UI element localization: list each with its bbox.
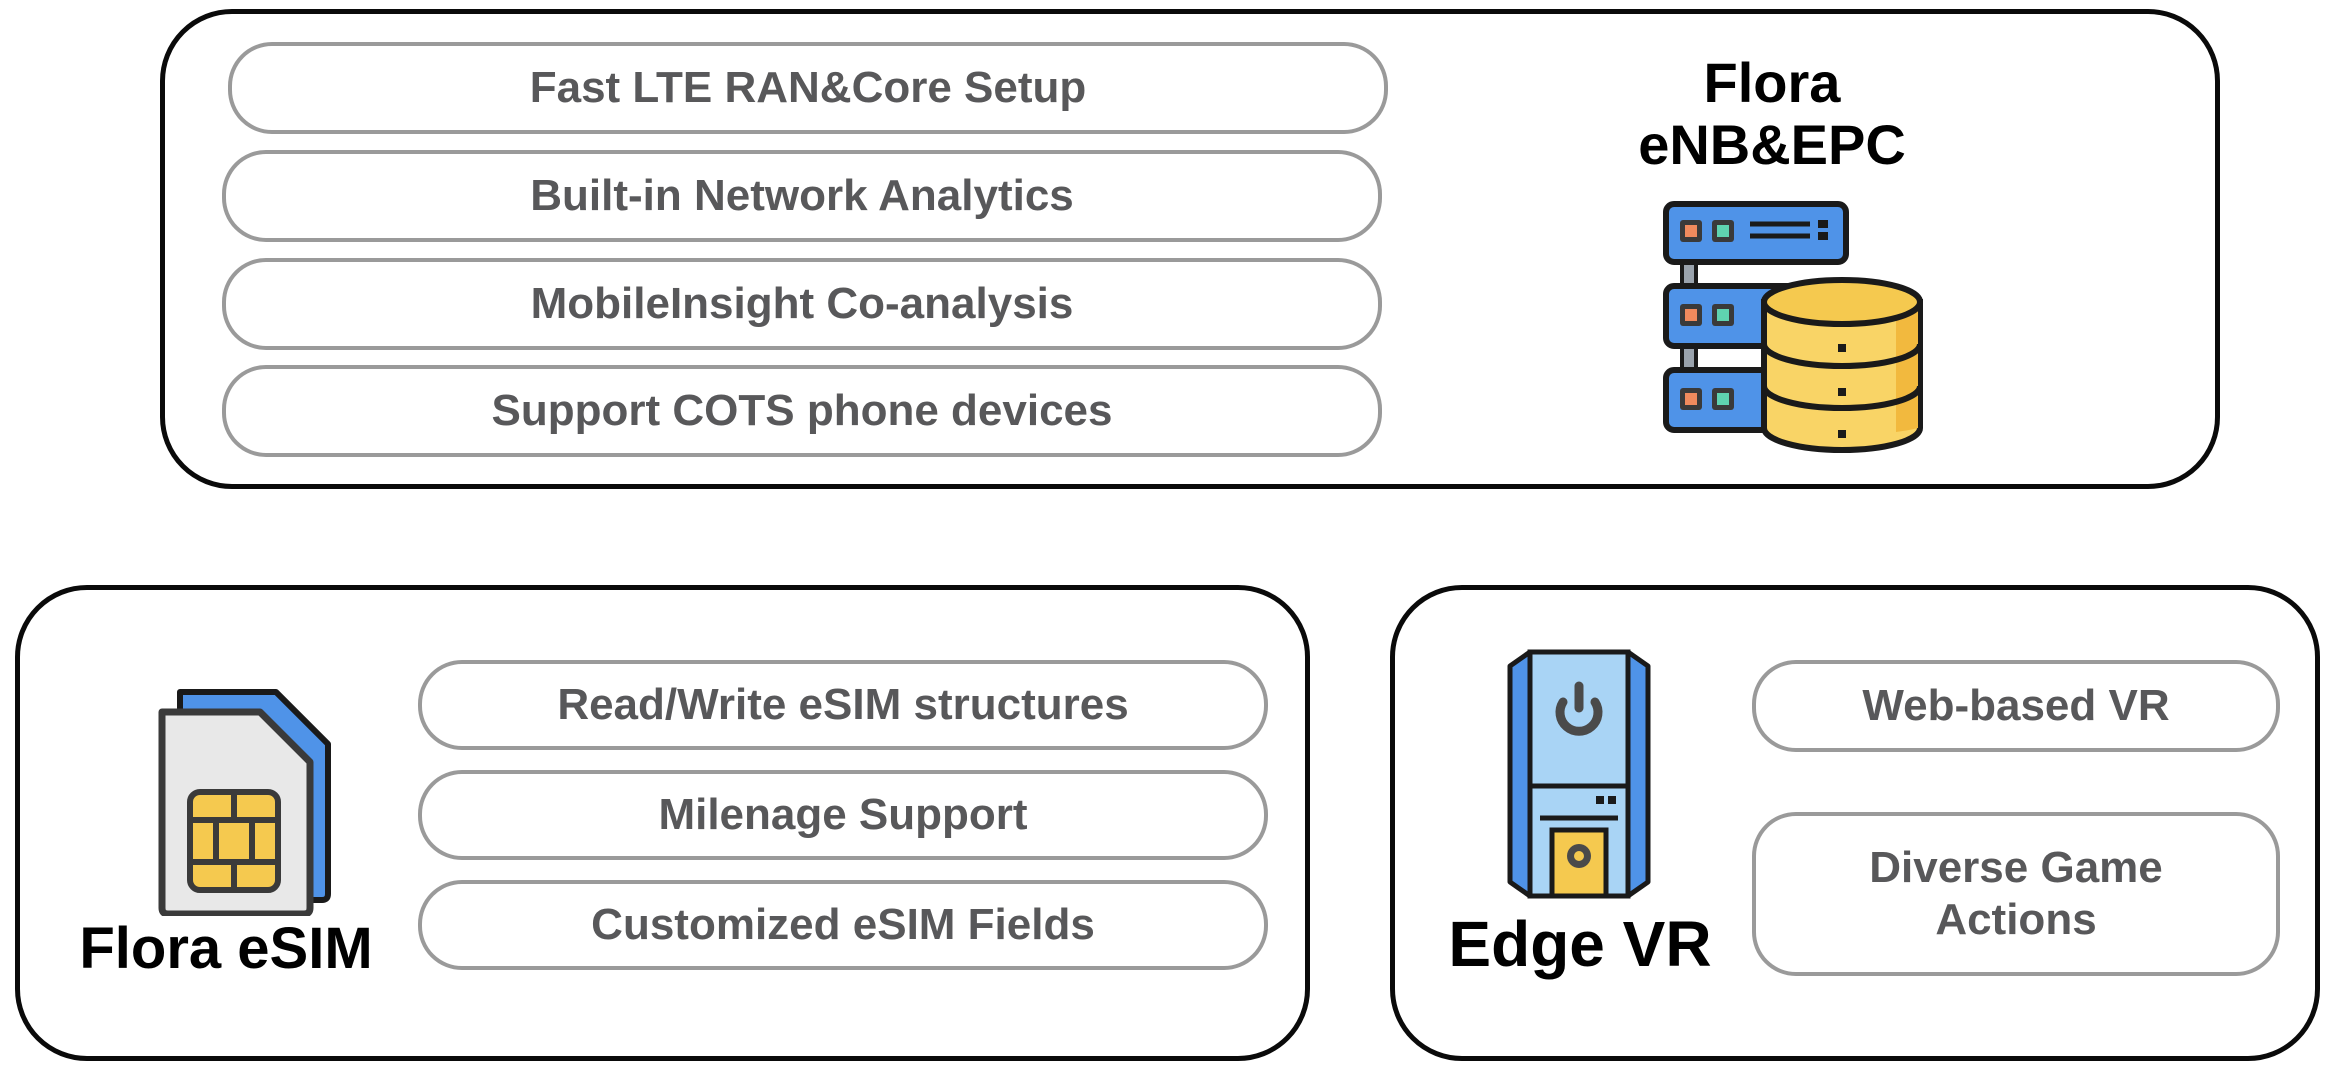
flora-esim-title: Flora eSIM: [79, 916, 373, 981]
feature-read-write-esim: Read/Write eSIM structures: [418, 660, 1268, 750]
feature-customized-esim-fields: Customized eSIM Fields: [418, 880, 1268, 970]
feature-fast-lte-setup: Fast LTE RAN&Core Setup: [228, 42, 1388, 134]
flora-enb-epc-title-line1: Flora: [1703, 51, 1841, 114]
sim-card-icon: [156, 686, 336, 916]
edge-vr-title: Edge VR: [1448, 908, 1712, 980]
feature-mobileinsight-coanalysis: MobileInsight Co-analysis: [222, 258, 1382, 350]
feature-milenage-support: Milenage Support: [418, 770, 1268, 860]
flora-enb-epc-title-line2: eNB&EPC: [1638, 113, 1906, 176]
feature-diverse-game-actions: Diverse Game Actions: [1752, 812, 2280, 976]
feature-network-analytics: Built-in Network Analytics: [222, 150, 1382, 242]
server-database-icon: [1660, 196, 1930, 458]
feature-cots-phone-support: Support COTS phone devices: [222, 365, 1382, 457]
pc-tower-icon: [1500, 646, 1658, 902]
feature-web-based-vr: Web-based VR: [1752, 660, 2280, 752]
